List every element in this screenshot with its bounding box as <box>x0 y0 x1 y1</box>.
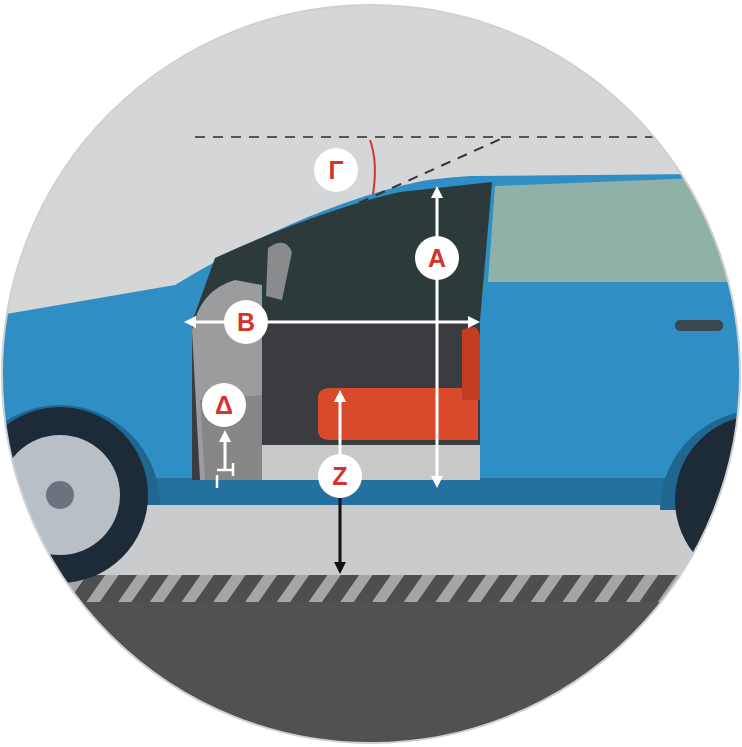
front-hub <box>46 481 74 509</box>
horizontal-reference <box>195 136 655 138</box>
ground-arrow <box>339 498 342 568</box>
sill-marker <box>217 463 233 488</box>
door-handle <box>675 320 723 331</box>
road <box>0 602 742 747</box>
callout-letter: Δ <box>202 383 246 427</box>
seat-height-arrow <box>339 396 342 462</box>
callout-letter: Z <box>318 454 362 498</box>
callout-letter: B <box>224 300 268 344</box>
frame-circle <box>2 5 740 743</box>
steering-wheel <box>266 243 292 300</box>
seat-cushion <box>318 388 478 440</box>
callout-letter: Γ <box>314 148 358 192</box>
rear-tyre <box>675 415 742 585</box>
front-rim <box>0 435 120 555</box>
rear-window <box>488 178 742 282</box>
angle-arc <box>370 140 375 194</box>
callout-letter: A <box>415 236 459 280</box>
seat-back <box>462 327 480 400</box>
sill-arrow <box>224 436 227 470</box>
seat-base <box>262 445 480 480</box>
kerb-stripes <box>0 575 742 602</box>
windshield-extension <box>228 137 505 262</box>
